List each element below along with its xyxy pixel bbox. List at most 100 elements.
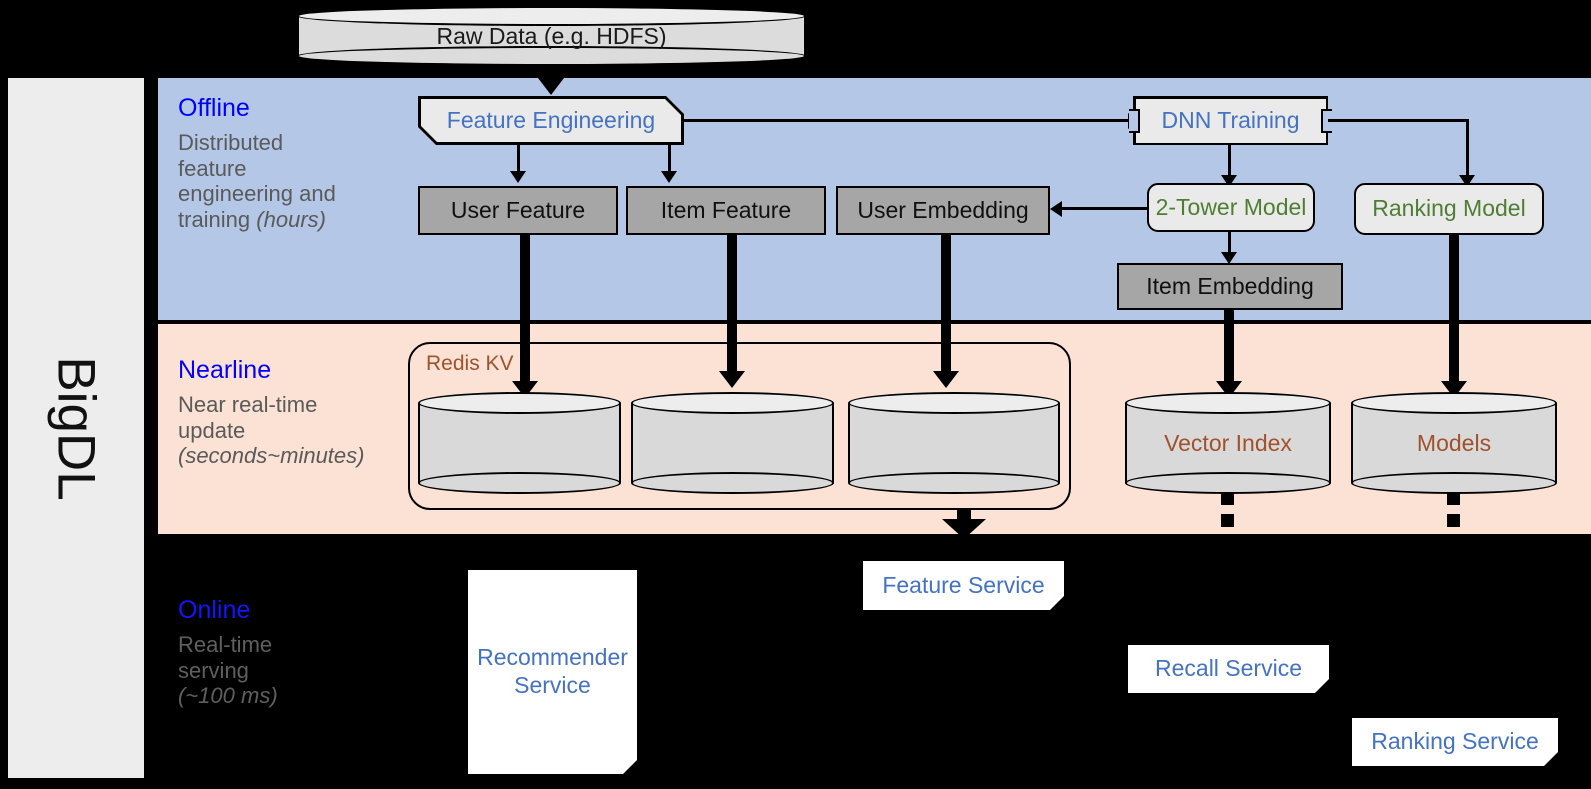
edge-2tower-itemembedding (1228, 232, 1231, 260)
edge-fe-userfeature (517, 145, 520, 176)
online-title: Online (178, 596, 251, 624)
recommender-service-label-1: Recommender (477, 644, 628, 671)
nearline-caption: Nearline Near real-time update (seconds~… (178, 356, 364, 469)
pipe-userfeature (520, 235, 530, 390)
bigdl-label: BigDL (46, 355, 106, 501)
ranking-service-doc[interactable]: Ranking Service (1352, 718, 1558, 766)
vector-index-label: Vector Index (1164, 429, 1292, 456)
redis-kv-label: Redis KV (426, 352, 514, 375)
user-feature-box[interactable]: User Feature (418, 186, 618, 235)
edge-dnn-ranking-v (1466, 119, 1469, 179)
nearline-title: Nearline (178, 356, 272, 384)
offline-desc-4: training (178, 207, 257, 233)
cylinder-top (1125, 392, 1331, 414)
dnn-training-label: DNN Training (1161, 107, 1300, 133)
cylinder-bottom (631, 472, 834, 494)
cylinder-top (1351, 392, 1557, 414)
user-embedding-box[interactable]: User Embedding (836, 186, 1050, 235)
user-embedding-label: User Embedding (857, 196, 1029, 223)
recall-service-doc[interactable]: Recall Service (1128, 645, 1329, 693)
edge-dnn-2tower (1228, 145, 1231, 180)
cylinder-body (631, 403, 834, 483)
edge-fe-dnn (684, 119, 1131, 122)
pipe-userembedding (941, 235, 951, 380)
feature-engineering-box[interactable]: Feature Engineering (418, 96, 684, 145)
nearline-desc-em: (seconds~minutes) (178, 443, 365, 469)
dnn-notch-left (1129, 109, 1140, 133)
online-caption: Online Real-time serving (~100 ms) (178, 598, 353, 709)
ranking-service-label: Ranking Service (1371, 728, 1539, 755)
item-feature-label: Item Feature (660, 196, 792, 223)
pipe-itemfeature (727, 235, 737, 380)
item-feature-box[interactable]: Item Feature (626, 186, 826, 235)
feature-service-label: Feature Service (882, 571, 1045, 598)
offline-caption: Offline Distributed feature engineering … (178, 96, 353, 233)
arrowhead-fe-userfeature (510, 171, 526, 183)
user-feature-label: User Feature (450, 196, 586, 223)
dnn-training-box[interactable]: DNN Training (1133, 96, 1328, 145)
cylinder-top (631, 392, 834, 414)
two-tower-model-label: 2-Tower Model (1155, 193, 1307, 220)
online-description: Real-time serving (~100 ms) (178, 632, 353, 709)
redis-cylinder-3 (848, 392, 1060, 494)
online-desc-2: serving (178, 657, 249, 683)
cylinder-top (848, 392, 1060, 414)
offline-desc-em: (hours) (256, 207, 326, 233)
cylinder-body (418, 403, 621, 483)
cylinder-body (1125, 403, 1331, 483)
raw-data-label: Raw Data (e.g. HDFS) (436, 22, 667, 49)
ranking-model-box[interactable]: Ranking Model (1354, 183, 1544, 235)
bigdl-sidebar: BigDL (8, 78, 144, 778)
recall-service-label: Recall Service (1155, 655, 1302, 682)
offline-desc-1: Distributed (178, 130, 284, 155)
models-label: Models (1416, 429, 1492, 456)
feature-engineering-label: Feature Engineering (446, 107, 656, 133)
two-tower-model-box[interactable]: 2-Tower Model (1147, 183, 1315, 232)
arrowhead-pipe-itemfeature (719, 371, 745, 388)
edge-dnn-ranking-h (1328, 119, 1469, 122)
edge-fe-itemfeature (668, 145, 671, 176)
vector-index-cylinder[interactable]: Vector Index (1125, 392, 1331, 494)
nearline-description: Near real-time update (seconds~minutes) (178, 392, 364, 469)
arrowhead-2tower-userembedding (1050, 201, 1062, 217)
feature-engineering-label-wrap: Feature Engineering (421, 99, 681, 142)
connector-models-1 (1447, 492, 1460, 505)
recommender-service-label-2: Service (514, 672, 591, 698)
arrowhead-fe-itemfeature (661, 171, 677, 183)
arrowhead-redis-featureservice (942, 519, 986, 539)
redis-cylinder-2 (631, 392, 834, 494)
pipe-rankingmodel (1449, 235, 1459, 390)
offline-title: Offline (178, 94, 250, 122)
cylinder-bottom (848, 472, 1060, 494)
online-desc-em: (~100 ms) (178, 683, 278, 709)
arrowhead-pipe-userembedding (933, 371, 959, 388)
connector-models-2 (1447, 514, 1460, 527)
nearline-desc-1: Near real-time (178, 392, 318, 417)
dnn-training-label-wrap: DNN Training (1135, 98, 1326, 143)
arrowhead-rawdata-fe (538, 78, 564, 95)
cylinder-top (297, 6, 806, 26)
redis-kv-group (408, 342, 1071, 510)
offline-desc-3: engineering and (178, 181, 336, 207)
connector-vectorindex-1 (1221, 492, 1234, 505)
models-cylinder[interactable]: Models (1351, 392, 1557, 494)
edge-rawdata-fe (549, 64, 553, 86)
ranking-model-label: Ranking Model (1372, 195, 1526, 222)
item-embedding-box[interactable]: Item Embedding (1117, 263, 1343, 310)
offline-desc-2: feature (178, 155, 247, 181)
pipe-itemembedding (1224, 310, 1234, 390)
cylinder-body (848, 403, 1060, 483)
recommender-service-doc[interactable]: Recommender Service (468, 570, 637, 774)
cylinder-body (1351, 403, 1557, 483)
cylinder-top (418, 392, 621, 414)
nearline-desc-2: update (178, 417, 246, 443)
feature-service-doc[interactable]: Feature Service (863, 561, 1064, 610)
connector-vectorindex-2 (1221, 514, 1234, 527)
redis-cylinder-1 (418, 392, 621, 494)
dnn-notch-right (1321, 109, 1332, 133)
online-desc-1: Real-time (178, 632, 273, 657)
item-embedding-label: Item Embedding (1146, 272, 1314, 299)
offline-description: Distributed feature engineering and trai… (178, 130, 353, 233)
raw-data-cylinder: Raw Data (e.g. HDFS) (297, 6, 806, 66)
